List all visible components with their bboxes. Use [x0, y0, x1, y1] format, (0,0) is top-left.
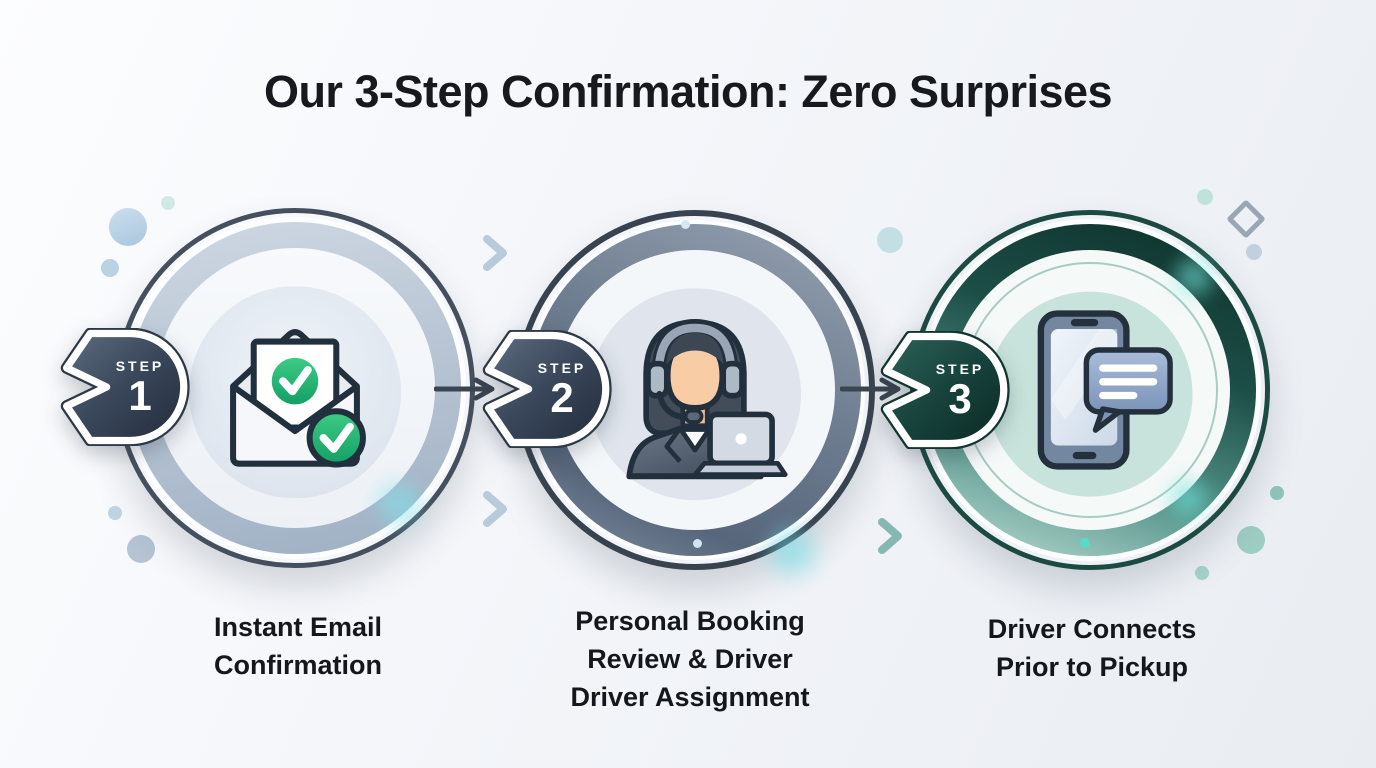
caption-line: Instant Email: [213, 612, 383, 642]
decorative-dot: [109, 208, 147, 246]
caption-line: Review & Driver: [587, 644, 793, 674]
caption-line: Confirmation: [214, 650, 382, 680]
caption-line: Personal Booking: [575, 606, 805, 636]
decorative-dot: [127, 535, 155, 563]
chevron-right-icon: [483, 235, 507, 271]
decorative-dot: [1197, 189, 1213, 205]
glow-highlight: [1165, 248, 1223, 306]
glow-highlight: [1160, 470, 1216, 526]
decorative-dot: [681, 220, 690, 229]
phone-chat-icon: [1037, 310, 1173, 470]
page-title: Our 3-Step Confirmation: Zero Surprises: [263, 66, 1113, 117]
step-3-badge: STEP 3: [876, 331, 1028, 449]
email-confirmation-icon: [230, 329, 366, 468]
step-1-badge: STEP 1: [56, 328, 208, 446]
glow-highlight: [757, 517, 827, 587]
support-agent-headset-icon: [626, 319, 788, 480]
glow-highlight: [368, 473, 430, 535]
step-3-caption: Driver Connects Prior to Pickup: [902, 610, 1282, 686]
step-label: STEP: [115, 358, 165, 375]
step-1-caption: Instant Email Confirmation: [108, 608, 488, 684]
step-label: STEP: [537, 360, 587, 377]
decorative-dot: [1237, 526, 1265, 554]
chevron-right-icon: [483, 491, 507, 527]
step-2-caption: Personal Booking Review & Driver Driver …: [480, 602, 900, 716]
decorative-dot: [1246, 244, 1262, 260]
caption-line: Driver Assignment: [570, 682, 810, 712]
caption-line: Prior to Pickup: [995, 652, 1189, 682]
decorative-dot: [101, 259, 119, 277]
arrow-right-icon: [434, 377, 495, 401]
arrow-right-icon: [840, 377, 901, 401]
decorative-dot: [161, 196, 175, 210]
decorative-dot: [108, 506, 122, 520]
step-2-badge: STEP 2: [478, 330, 630, 448]
step-number: 3: [948, 375, 972, 423]
chevron-right-icon: [878, 518, 902, 554]
step-number: 1: [128, 372, 152, 420]
decorative-dot: [877, 227, 903, 253]
decorative-dot: [693, 539, 702, 548]
decorative-dot: [1270, 486, 1284, 500]
caption-line: Driver Connects: [987, 614, 1197, 644]
decorative-dot: [1080, 538, 1090, 548]
step-number: 2: [550, 374, 574, 422]
decorative-dot: [1195, 566, 1209, 580]
step-label: STEP: [935, 361, 985, 378]
